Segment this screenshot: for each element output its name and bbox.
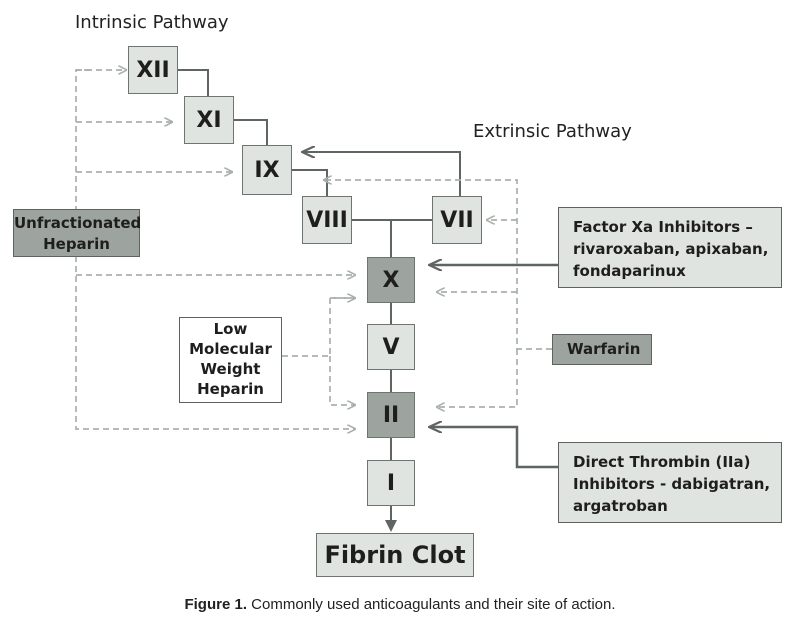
lmwh-box: Low Molecular Weight Heparin xyxy=(179,317,282,403)
lmwh-line-3: Weight xyxy=(200,360,261,378)
lmwh-line xyxy=(282,297,355,357)
factor-v-box: V xyxy=(367,324,415,370)
lmwh-line-4: Heparin xyxy=(197,380,264,398)
ix-to-viii-line xyxy=(292,169,328,196)
lmwh-line-1: Low xyxy=(213,320,248,338)
vii-to-ix-arrow xyxy=(303,152,461,196)
xi-to-ix-line xyxy=(234,119,268,145)
dti-line-2: Inhibitors - dabigatran, xyxy=(573,475,771,493)
factor-x-box: X xyxy=(367,257,415,303)
xa-line-3: fondaparinux xyxy=(573,262,686,280)
xa-line-2: rivaroxaban, apixaban, xyxy=(573,240,769,258)
cascade-connectors xyxy=(178,69,558,532)
figure-caption: Figure 1. Commonly used anticoagulants a… xyxy=(0,596,800,613)
fibrin-clot-box: Fibrin Clot xyxy=(316,533,474,577)
figure-caption-text: Commonly used anticoagulants and their s… xyxy=(251,596,616,613)
factor-i-box: I xyxy=(367,460,415,506)
factor-xa-inhibitors-box: Factor Xa Inhibitors – rivaroxaban, apix… xyxy=(558,207,782,288)
factor-vii-box: VII xyxy=(432,196,482,244)
intrinsic-pathway-label: Intrinsic Pathway xyxy=(75,12,229,33)
dti-line-1: Direct Thrombin (IIa) xyxy=(573,453,751,471)
lmwh-line-2: Molecular xyxy=(189,340,272,358)
xa-line-1: Factor Xa Inhibitors – xyxy=(573,218,753,236)
direct-thrombin-inhibitors-box: Direct Thrombin (IIa) Inhibitors - dabig… xyxy=(558,442,782,523)
xii-to-xi-line xyxy=(178,69,209,96)
warfarin-box: Warfarin xyxy=(552,334,652,365)
factor-xii-box: XII xyxy=(128,46,178,94)
warfarin-to-ii-arrow xyxy=(437,349,518,407)
unfractionated-heparin-box: Unfractionated Heparin xyxy=(13,209,142,257)
ufh-line-2: Heparin xyxy=(43,235,110,253)
factor-viii-box: VIII xyxy=(302,196,352,244)
extrinsic-pathway-label: Extrinsic Pathway xyxy=(473,121,632,142)
ufh-line-1: Unfractionated xyxy=(14,214,142,232)
factor-ii-box: II xyxy=(367,392,415,438)
dti-line-3: argatroban xyxy=(573,497,668,515)
warfarin-trunk-line xyxy=(324,180,552,350)
factor-xi-box: XI xyxy=(184,96,234,144)
lmwh-to-ii-arrow xyxy=(329,356,355,405)
dti-arrow xyxy=(430,427,558,469)
factor-ix-box: IX xyxy=(242,145,292,195)
figure-caption-label: Figure 1. xyxy=(184,596,247,613)
